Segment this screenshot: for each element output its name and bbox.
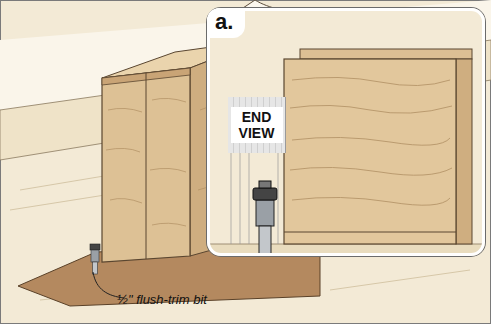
detail-inset: a. END VIEW — [207, 8, 485, 256]
box-end — [102, 68, 190, 262]
panel-joint — [146, 73, 147, 259]
part-label: ½" flush-trim bit — [114, 292, 210, 307]
detail-letter: a. — [207, 8, 245, 38]
end-view-illustration — [207, 8, 485, 256]
view-label-box: END VIEW — [228, 97, 286, 153]
view-label: END VIEW — [231, 107, 283, 143]
router-bit — [90, 244, 100, 274]
